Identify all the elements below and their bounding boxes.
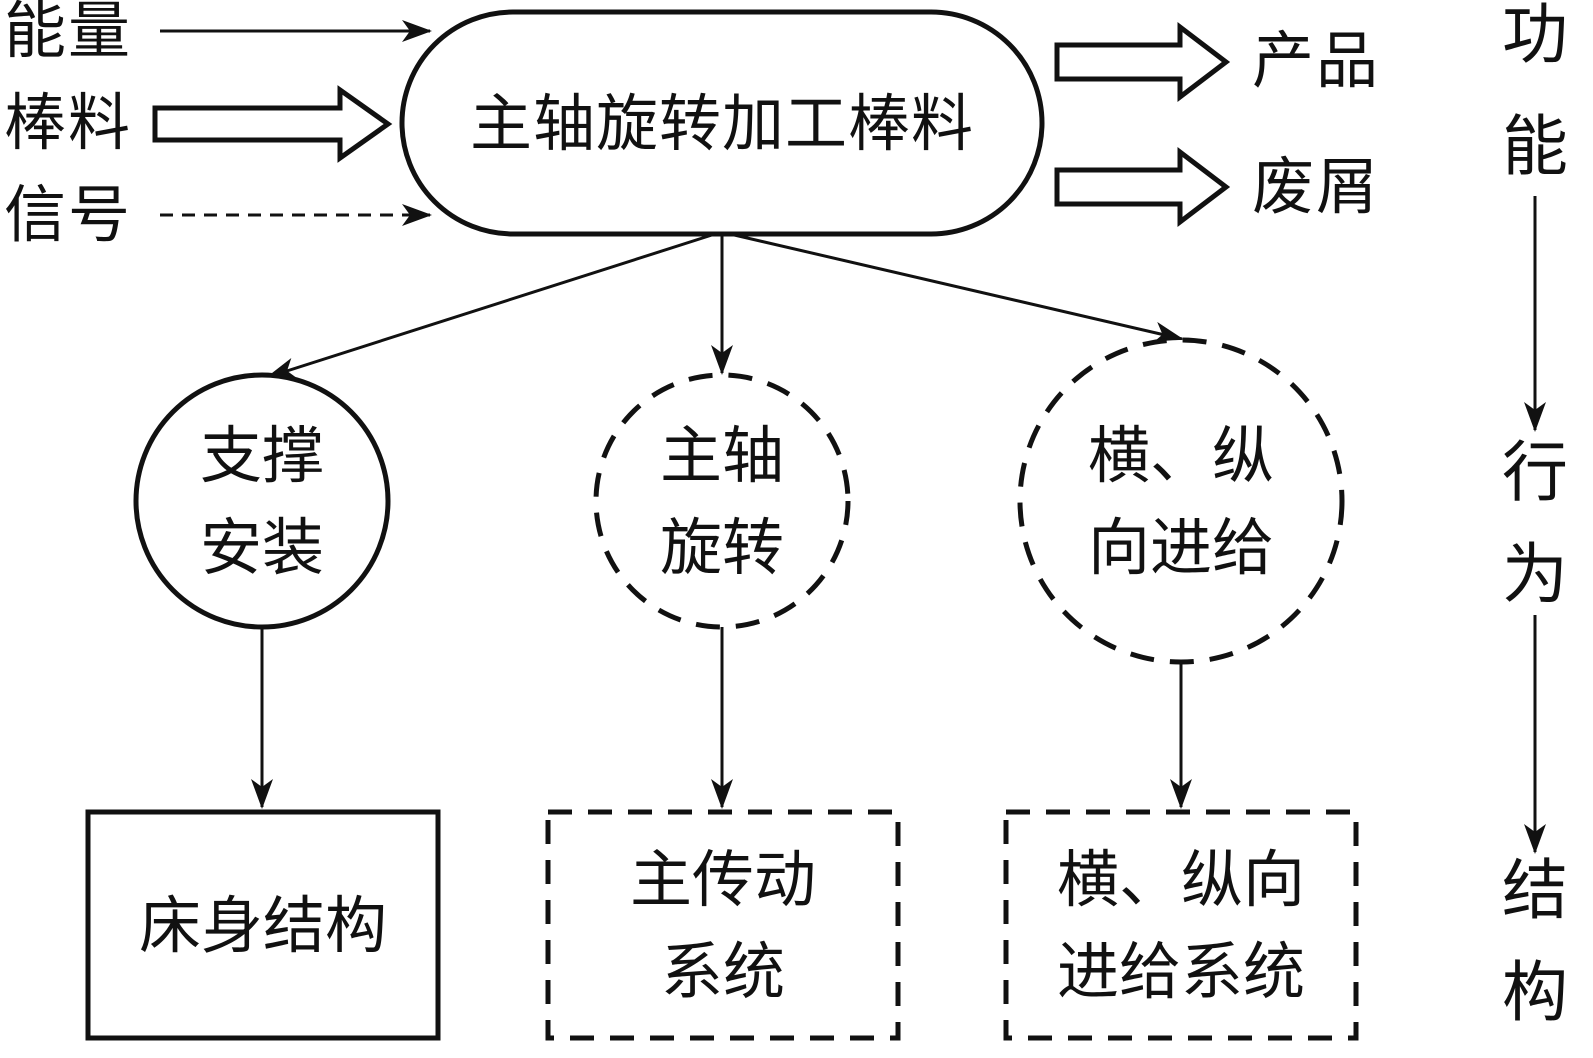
bed-structure-box [85, 809, 441, 1041]
bar-stock-label: 棒料 [4, 86, 133, 159]
feed-behavior-text: 横、纵 向进给 [1031, 410, 1331, 594]
feed-structure-text: 横、纵向 进给系统 [1006, 834, 1356, 1018]
feed-line-1: 横、纵 [1087, 419, 1274, 492]
axis-behavior-char-2: 为 [1502, 536, 1568, 613]
support-line-1: 支撑 [199, 419, 324, 492]
feed-line-2: 向进给 [1087, 511, 1274, 584]
axis-structure-char-2: 构 [1502, 954, 1568, 1031]
axis-function-char-2: 能 [1502, 108, 1568, 185]
feed-structure-line-2: 进给系统 [1056, 935, 1305, 1008]
axis-behavior-char-1: 行 [1502, 434, 1568, 511]
feed-structure-box [1003, 809, 1359, 1041]
energy-label: 能量 [4, 0, 133, 67]
arrow-to-support [266, 232, 716, 379]
product-label: 产品 [1252, 24, 1381, 97]
bar-stock-hollow-arrow [152, 85, 393, 163]
axis-function-char-1: 功 [1502, 0, 1568, 73]
spindle-line-2: 旋转 [659, 511, 784, 584]
bed-structure-text: 床身结构 [138, 889, 387, 962]
signal-label: 信号 [4, 178, 133, 251]
function-title: 主轴旋转加工棒料 [469, 87, 974, 160]
spindle-behavior-circle [593, 372, 851, 630]
support-behavior-text: 支撑 安装 [137, 410, 387, 594]
spindle-behavior-text: 主轴 旋转 [597, 410, 847, 594]
spindle-line-1: 主轴 [659, 419, 784, 492]
product-hollow-arrow [1054, 21, 1231, 103]
drive-line-1: 主传动 [629, 843, 816, 916]
chips-hollow-arrow [1054, 146, 1231, 228]
drive-structure-box [545, 809, 901, 1041]
arrow-to-feed [729, 232, 1184, 344]
support-line-2: 安装 [199, 511, 324, 584]
chips-label: 废屑 [1252, 150, 1381, 223]
axis-structure-char-1: 结 [1502, 852, 1568, 929]
drive-line-2: 系统 [660, 935, 785, 1008]
drive-structure-text: 主传动 系统 [548, 834, 898, 1018]
feed-structure-line-1: 横、纵向 [1056, 843, 1305, 916]
